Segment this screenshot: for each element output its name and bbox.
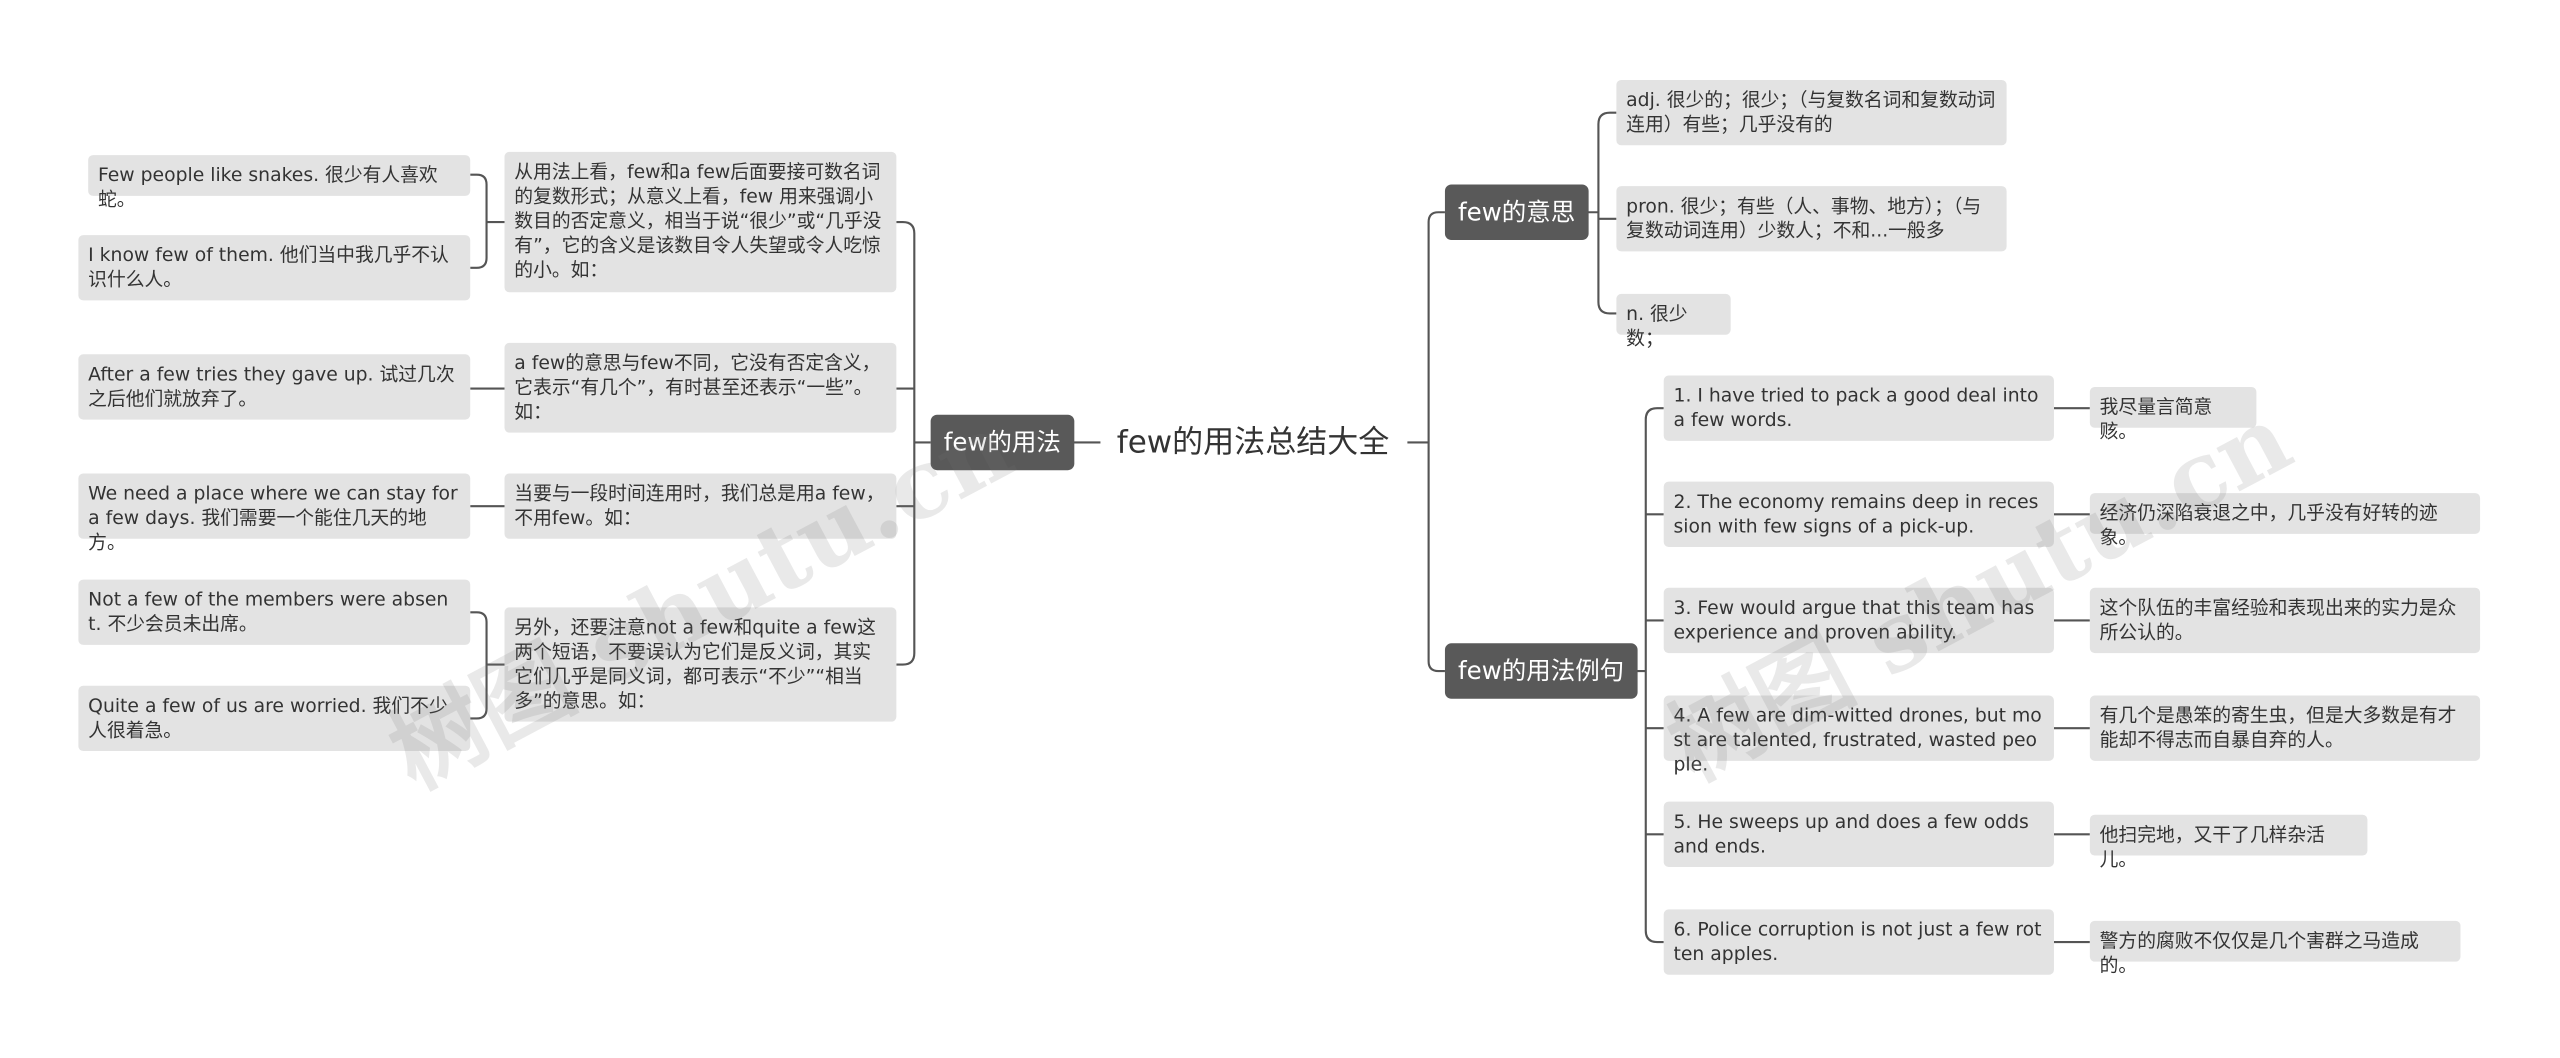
link-g4-examples: [470, 611, 488, 720]
usage-example-2-1[interactable]: After a few tries they gave up. 试过几次之后他们…: [78, 354, 471, 420]
usage-group-3[interactable]: 当要与一段时间连用时，我们总是用a few，不用few。如：: [504, 473, 897, 539]
example-sentence-3[interactable]: 3. Few would argue that this team has ex…: [1663, 587, 2054, 654]
branch-examples[interactable]: few的用法例句: [1444, 643, 1638, 699]
meaning-item-1[interactable]: adj. 很少的；很少；（与复数名词和复数动词连用）有些；几乎没有的: [1616, 80, 2007, 146]
example-translation-4[interactable]: 有几个是愚笨的寄生虫，但是大多数是有才能却不得志而自暴自弃的人。: [2089, 695, 2481, 761]
link-root-branches: [1427, 211, 1445, 673]
link-meaning-items: [1597, 111, 1617, 315]
example-sentence-5[interactable]: 5. He sweeps up and does a few odds and …: [1663, 801, 2054, 867]
example-translation-6[interactable]: 警方的腐败不仅仅是几个害群之马造成的。: [2089, 920, 2461, 976]
usage-group-2[interactable]: a few的意思与few不同，它没有否定含义，它表示“有几个”，有时甚至还表示“…: [504, 342, 897, 433]
example-translation-2[interactable]: 经济仍深陷衰退之中，几乎没有好转的迹象。: [2089, 493, 2481, 549]
usage-example-1-1[interactable]: Few people like snakes. 很少有人喜欢蛇。: [88, 155, 471, 211]
branch-usage[interactable]: few的用法: [930, 414, 1074, 471]
link-g1-examples: [470, 173, 488, 269]
meaning-item-3[interactable]: n. 很少数；: [1616, 293, 1731, 349]
root-title[interactable]: few的用法总结大全: [1116, 424, 1390, 461]
usage-example-1-2[interactable]: I know few of them. 他们当中我几乎不认识什么人。: [78, 235, 471, 301]
link-example-items: [1644, 407, 1664, 944]
link-translations: [2053, 407, 2090, 944]
example-translation-5[interactable]: 他扫完地，又干了几样杂活儿。: [2089, 814, 2368, 870]
branch-meaning[interactable]: few的意思: [1444, 184, 1589, 241]
usage-example-4-2[interactable]: Quite a few of us are worried. 我们不少人很着急。: [78, 685, 471, 752]
example-translation-3[interactable]: 这个队伍的丰富经验和表现出来的实力是众所公认的。: [2089, 587, 2481, 654]
link-usage-mid: [896, 387, 915, 508]
usage-group-1[interactable]: 从用法上看，few和a few后面要接可数名词的复数形式；从意义上看，few 用…: [504, 151, 897, 293]
example-sentence-4[interactable]: 4. A few are dim-witted drones, but most…: [1663, 695, 2054, 776]
example-translation-1[interactable]: 我尽量言简意赅。: [2089, 386, 2257, 442]
meaning-item-2[interactable]: pron. 很少；有些（人、事物、地方）；（与复数动词连用）少数人；不和...一…: [1616, 186, 2007, 252]
usage-example-3-1[interactable]: We need a place where we can stay for a …: [78, 473, 471, 553]
usage-group-4[interactable]: 另外，还要注意not a few和quite a few这两个短语，不要误认为它…: [504, 607, 897, 722]
example-sentence-6[interactable]: 6. Police corruption is not just a few r…: [1663, 909, 2054, 975]
usage-example-4-1[interactable]: Not a few of the members were absent. 不少…: [78, 579, 471, 645]
example-sentence-1[interactable]: 1. I have tried to pack a good deal into…: [1663, 375, 2054, 441]
link-usage-groups: [896, 220, 916, 666]
example-sentence-2[interactable]: 2. The economy remains deep in recession…: [1663, 481, 2054, 547]
